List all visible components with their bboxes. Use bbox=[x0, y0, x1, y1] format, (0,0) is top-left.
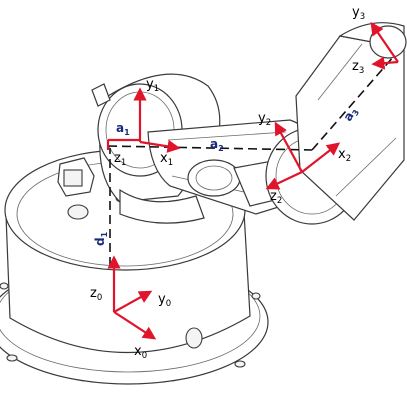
y2-axis bbox=[274, 121, 303, 173]
z1-label: z1 bbox=[114, 151, 126, 168]
x1-axis bbox=[139, 139, 181, 153]
x0-axis bbox=[113, 311, 157, 340]
y1-label: y1 bbox=[146, 77, 159, 94]
x2-label: x2 bbox=[338, 147, 351, 164]
x0-label: x0 bbox=[134, 344, 147, 361]
d1-label: d1 bbox=[93, 231, 109, 246]
frame-1: y1 x1 z1 bbox=[106, 77, 181, 168]
x1-label: x1 bbox=[160, 151, 173, 168]
link-dashed-lines bbox=[107, 55, 395, 266]
z3-label: z3 bbox=[352, 59, 364, 76]
frame-0: z0 y0 x0 bbox=[90, 255, 171, 361]
z3-axis bbox=[371, 56, 399, 70]
a2-label: a2 bbox=[210, 137, 224, 153]
frame-2: y2 x2 z2 bbox=[258, 111, 351, 206]
y3-label: y3 bbox=[352, 5, 365, 22]
z2-axis bbox=[265, 171, 303, 190]
y3-axis bbox=[370, 21, 399, 63]
y2-label: y2 bbox=[258, 111, 271, 128]
y0-label: y0 bbox=[158, 292, 171, 309]
y0-axis bbox=[113, 290, 153, 313]
x2-axis bbox=[301, 142, 341, 173]
z0-label: z0 bbox=[90, 286, 102, 303]
z2-label: z2 bbox=[270, 189, 282, 206]
a1-label: a1 bbox=[116, 121, 130, 137]
frame-3: y3 z3 bbox=[352, 5, 399, 76]
